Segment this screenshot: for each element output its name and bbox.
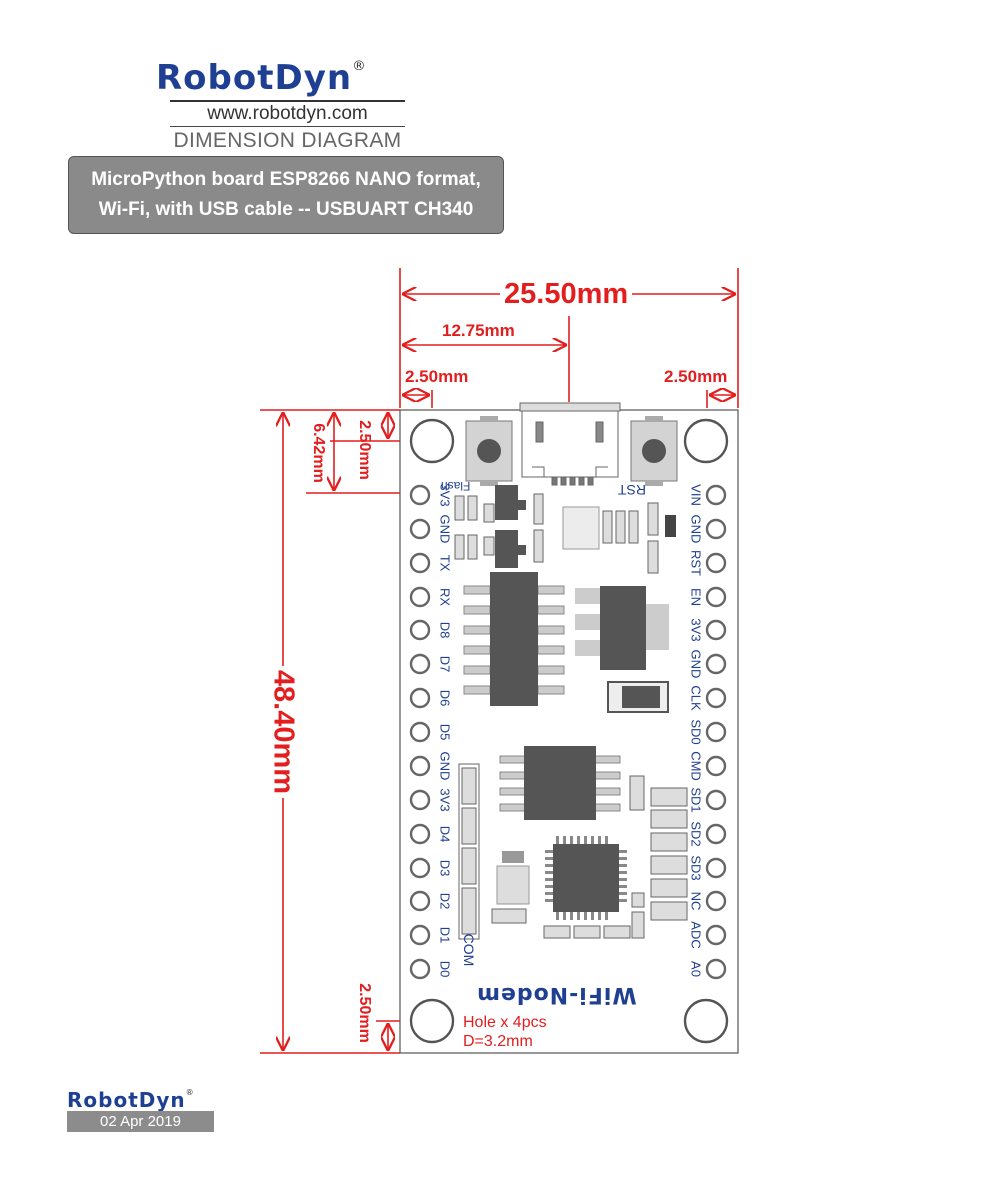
- right-pin-label-6: GND: [688, 649, 704, 679]
- right-pin-label-2: GND: [688, 514, 704, 544]
- left-pin-label-12: D3: [437, 859, 453, 877]
- flash-label: Flash: [441, 479, 471, 493]
- left-pin-label-3: TX: [437, 554, 453, 572]
- product-banner: MicroPython board ESP8266 NANO format, W…: [68, 156, 504, 234]
- left-pin-label-11: D4: [437, 825, 453, 843]
- left-pin-label-7: D6: [437, 689, 453, 707]
- brand-name: RobotDyn: [156, 58, 353, 98]
- right-pin-label-13: NC: [688, 891, 704, 911]
- hole-note: Hole x 4pcs D=3.2mm: [463, 1013, 547, 1051]
- diode: [607, 681, 669, 713]
- transistors: [495, 485, 526, 568]
- com-header: [458, 763, 480, 940]
- robotdyn-logo: RobotDyn®: [156, 58, 367, 98]
- left-pin-label-10: 3V3: [437, 788, 453, 812]
- left-pin-label-14: D1: [437, 926, 453, 944]
- right-pin-label-9: CMD: [688, 751, 704, 781]
- usb-connector: [519, 402, 621, 486]
- flash-memory-chip: [499, 746, 621, 820]
- footer-registered: ®: [185, 1088, 195, 1097]
- left-pin-label-15: D0: [437, 960, 453, 978]
- left-pin-label-9: GND: [437, 751, 453, 781]
- right-pin-label-1: VIN: [688, 484, 704, 506]
- esp8266-chip: [545, 836, 627, 920]
- product-title-line1: MicroPython board ESP8266 NANO format,: [91, 169, 481, 190]
- flash-button: [465, 416, 513, 486]
- crystal-oscillator: [491, 851, 530, 924]
- rst-button: [630, 416, 678, 486]
- registered-mark: ®: [352, 58, 367, 74]
- dim-usb-center: 12.75mm: [442, 321, 515, 340]
- right-pin-header: [705, 484, 727, 980]
- left-pin-label-5: D8: [437, 621, 453, 639]
- mounting-hole-top-right: [683, 418, 729, 464]
- left-pin-label-2: GND: [437, 514, 453, 544]
- dim-hole-right: 2.50mm: [664, 367, 728, 386]
- com-label: COM: [461, 933, 477, 967]
- right-pin-label-11: SD2: [688, 821, 704, 847]
- right-pin-label-3: RST: [688, 550, 704, 576]
- left-pin-label-4: RX: [437, 587, 453, 607]
- hole-count: Hole x 4pcs: [463, 1014, 547, 1031]
- right-pin-label-5: 3V3: [688, 618, 704, 642]
- ch340-chip: [463, 572, 565, 706]
- right-pin-label-4: EN: [688, 587, 704, 607]
- left-pin-label-13: D2: [437, 892, 453, 910]
- hole-diameter: D=3.2mm: [463, 1033, 533, 1050]
- footer-brand: RobotDyn: [67, 1088, 186, 1112]
- voltage-regulator: [575, 586, 669, 670]
- product-title-line2: Wi-Fi, with USB cable -- USBUART CH340: [98, 199, 474, 220]
- mounting-hole-top-left: [409, 418, 455, 464]
- smd-cap: [629, 775, 645, 811]
- smd-bottom-row: [543, 892, 645, 939]
- right-pin-label-8: SD0: [688, 719, 704, 745]
- right-pin-label-15: A0: [688, 961, 704, 977]
- diagram-title: DIMENSION DIAGRAM: [173, 129, 402, 152]
- mounting-hole-bottom-left: [409, 998, 455, 1044]
- right-pin-label-10: SD1: [688, 787, 704, 813]
- right-pin-label-7: CLK: [688, 685, 704, 711]
- smd-right-column: [650, 787, 688, 921]
- left-pin-label-6: D7: [437, 655, 453, 673]
- dim-width-total: 25.50mm: [500, 278, 633, 311]
- diagram-date: 02 Apr 2019: [67, 1111, 214, 1132]
- rst-label: RST: [618, 482, 646, 498]
- smd-resistors-top: [454, 493, 659, 574]
- dim-hole-left: 2.50mm: [405, 367, 469, 386]
- mounting-hole-bottom-right: [683, 998, 729, 1044]
- website-url: www.robotdyn.com: [170, 100, 405, 127]
- footer-logo: RobotDyn®: [67, 1088, 195, 1112]
- right-pin-label-14: ADC: [688, 921, 704, 949]
- right-pin-label-12: SD3: [688, 855, 704, 881]
- left-pin-header: [409, 484, 431, 980]
- left-pin-label-8: D5: [437, 723, 453, 741]
- led: [665, 515, 676, 537]
- crystal-outline: [562, 506, 600, 550]
- module-name: WiFi-Nodem: [476, 982, 637, 1007]
